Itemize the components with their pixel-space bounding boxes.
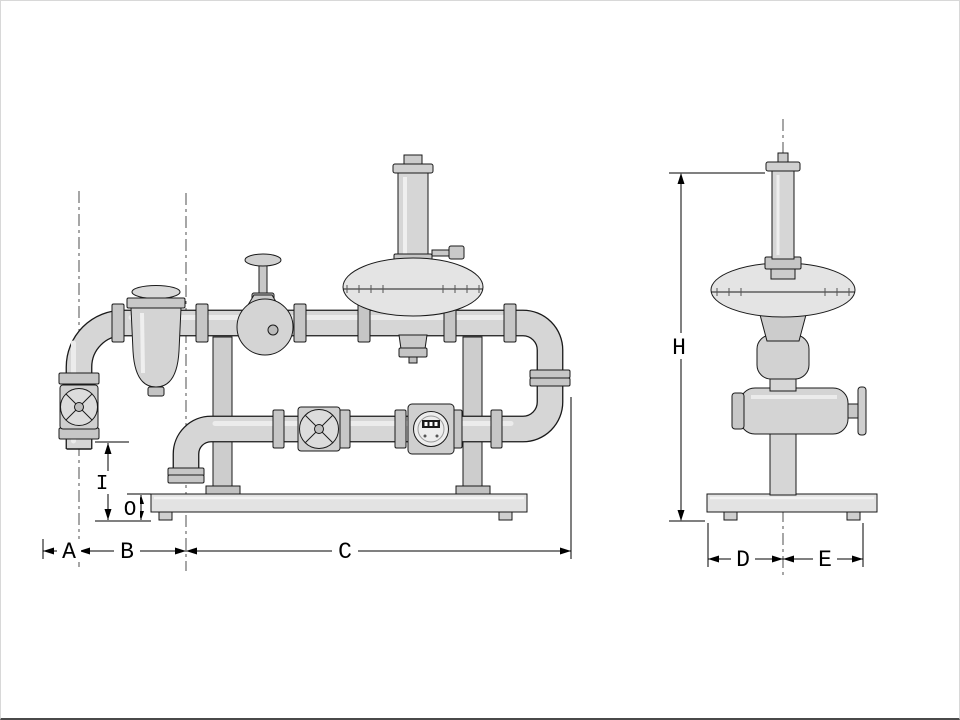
pressure-regulator [342,154,484,364]
round-handle-icon [244,253,282,267]
meter-dial [413,411,449,447]
skid-base [150,493,528,521]
base-foot [846,511,861,521]
front-dimensions: I O A B [42,397,572,565]
pipe-flange [490,409,503,449]
post-foot-plate [455,485,491,495]
dim-I: I [93,443,112,520]
pipe-flange [195,303,209,343]
strainer-cap [131,285,181,299]
valve-flange [58,372,100,385]
strainer-flange [126,297,186,309]
regulator-bottom-flange [398,347,428,358]
dim-label-B: B [120,539,134,565]
outlet-flange [167,474,205,484]
pilot-cap [765,161,801,172]
support-post [462,336,483,495]
base-foot [723,511,738,521]
post-foot-plate [205,485,241,495]
valve-stem [847,403,859,419]
base-foot [498,511,513,521]
dim-label-E: E [818,547,832,573]
dim-label-A: A [62,539,76,565]
meter-end-cap [731,392,745,430]
side-diaphragm-dome [710,262,856,318]
dim-label-H: H [672,335,686,361]
dome-bolts [716,288,850,296]
globe-valve [236,253,294,356]
support-posts [205,336,491,495]
support-post [212,336,233,495]
pipe-flange [338,409,351,449]
pilot-spring-cylinder [397,172,429,259]
dim-label-C: C [338,539,352,565]
base-foot [158,511,173,521]
dim-O: O [119,495,144,522]
drip-pot-strainer [126,285,186,397]
dim-DE: D E [707,523,864,573]
dim-label-I: I [96,473,109,496]
pilot-top-nub [403,154,423,165]
side-dimensions: H D E [665,172,864,573]
pilot-top-nub [777,152,789,163]
side-handwheel-icon [857,386,867,436]
pilot-spring-cylinder [771,170,795,260]
bypass-ball-valve [297,406,341,452]
regulator-drain [408,356,418,364]
pipe-flange [272,409,285,449]
pipe-flange [394,409,407,449]
regulator-body [398,334,428,350]
dome-neck [770,268,796,280]
inlet-shutoff-valve [58,372,100,440]
dim-label-O: O [124,499,137,522]
dim-label-D: D [736,547,750,573]
dim-ABC: A B C [43,539,571,565]
side-pilot-cylinder [764,152,802,280]
vent-stem [431,249,452,257]
valve-body [756,334,810,380]
gas-meter [407,403,455,455]
strainer-drain-plug [147,386,165,397]
upper-pipe-flanges [111,303,517,343]
side-skid-base [706,493,878,521]
valve-stem [258,262,268,298]
pilot-cap [392,163,434,174]
vent-fitting-icon [448,245,465,260]
dome-bolts [346,285,480,293]
side-outlet-pipe [769,428,797,496]
diaphragm-dome [342,257,484,317]
strainer-body [130,307,182,388]
pipe-flange [111,303,125,343]
side-view: H D E [665,119,878,579]
side-gas-meter [731,386,867,436]
riser-flange [529,369,571,379]
riser-flange [529,377,571,387]
meter-body [739,387,849,435]
pipe-flange [293,303,307,343]
front-view: I O A B [42,154,572,571]
pipe-body [66,310,563,475]
dim-H: H [665,172,765,522]
valve-flange [58,427,100,440]
valve-body [236,298,294,356]
pipe-flange [503,303,517,343]
